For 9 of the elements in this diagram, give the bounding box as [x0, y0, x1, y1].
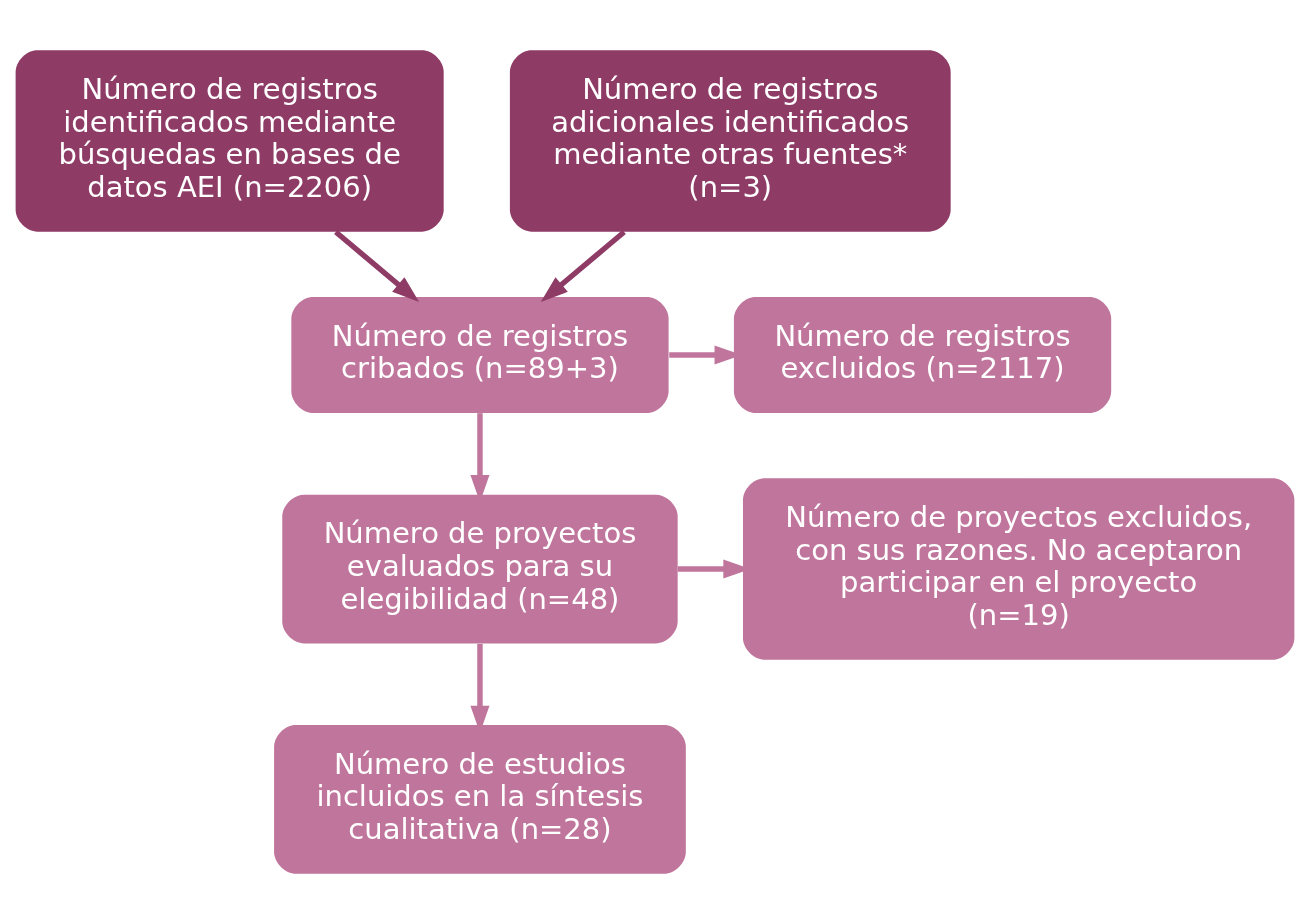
node-box: Número de estudios incluidos en la síntesis cualitativa (n=28) [274, 725, 686, 874]
node-box: Número de registros adicionales identificados mediante otras fuentes* (n=3) [509, 50, 951, 232]
node-box: Número de registros excluidos (n=2117) [733, 296, 1112, 414]
arrow [334, 229, 420, 303]
arrow [540, 229, 626, 303]
node-box: Número de registros identificados mediante búsquedas en bases de datos AEI (n=2206) [15, 50, 444, 232]
node-box: Número de registros cribados (n=89+3) [291, 296, 669, 414]
node-box: Número de proyectos evaluados para su elegibilidad (n=48) [282, 494, 678, 644]
node-box: Número de proyectos excluidos, con sus razones. No aceptaron participar en el proyecto (n=19) [742, 478, 1295, 660]
